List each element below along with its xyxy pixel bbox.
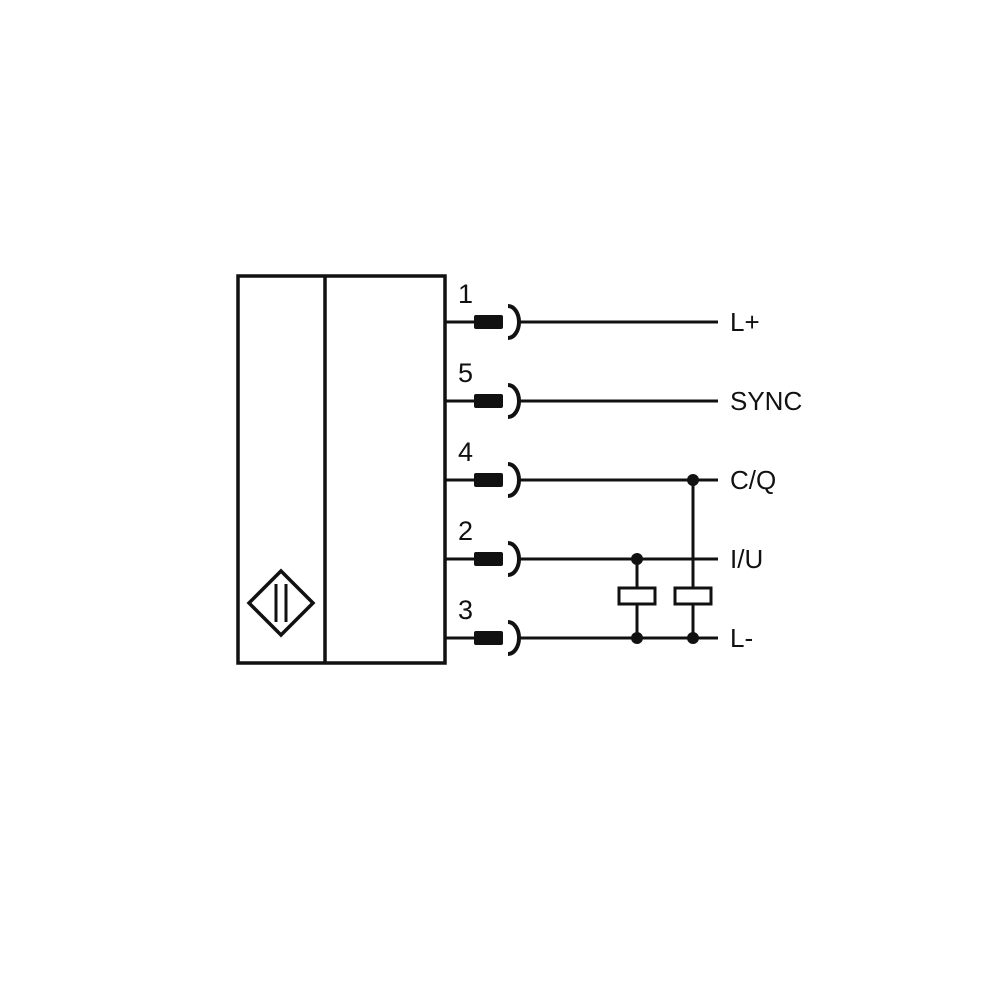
signal-label-iu: I/U bbox=[730, 544, 763, 574]
pin-number-4: 4 bbox=[458, 437, 473, 467]
pin-number-3: 3 bbox=[458, 595, 473, 625]
wire-pin-3 bbox=[445, 620, 718, 656]
load-resistor-iu bbox=[617, 553, 657, 644]
pin-number-5: 5 bbox=[458, 358, 473, 388]
pin-number-1: 1 bbox=[458, 279, 473, 309]
sensor-housing bbox=[236, 274, 447, 665]
signal-label-sync: SYNC bbox=[730, 386, 802, 416]
signal-label-lplus: L+ bbox=[730, 307, 760, 337]
wire-pin-2 bbox=[445, 541, 718, 577]
wire-pin-5 bbox=[445, 383, 718, 419]
wire-pin-4 bbox=[445, 462, 718, 498]
wire-pin-1 bbox=[445, 304, 718, 340]
signal-label-lminus: L- bbox=[730, 623, 753, 653]
signal-label-cq: C/Q bbox=[730, 465, 776, 495]
pin-number-2: 2 bbox=[458, 516, 473, 546]
load-resistor-cq bbox=[673, 474, 713, 644]
inductive-sensor-icon bbox=[246, 568, 316, 638]
